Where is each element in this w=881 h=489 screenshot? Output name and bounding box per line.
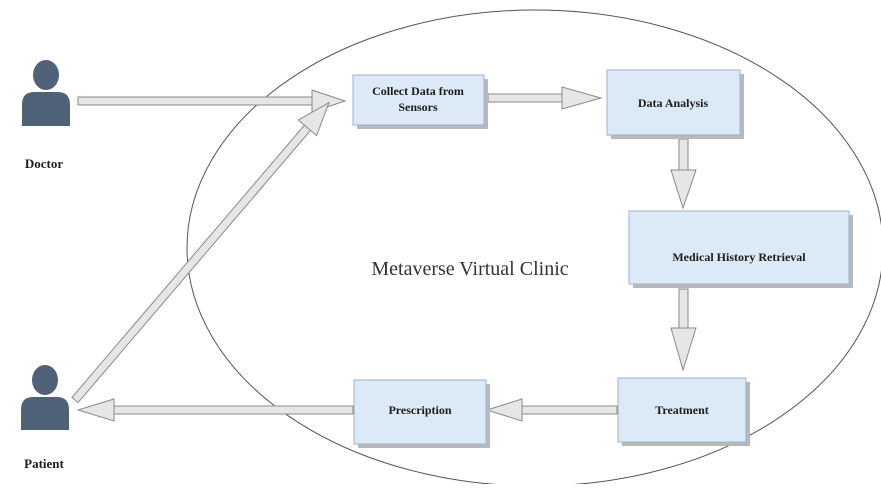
person-icon: [21, 365, 69, 430]
node-data-analysis: Data Analysis: [606, 69, 744, 139]
actor-doctor: Doctor: [22, 60, 70, 171]
edge-prescription-to-patient: [76, 398, 354, 422]
edge-collect-to-analysis: [487, 86, 603, 110]
actor-doctor-label: Doctor: [25, 156, 63, 171]
actor-patient: Patient: [21, 365, 69, 471]
person-icon: [22, 60, 70, 126]
node-collect-data-label-line2: Sensors: [398, 100, 438, 114]
edge-history-to-treatment: [670, 288, 697, 372]
node-data-analysis-label: Data Analysis: [638, 96, 709, 110]
edge-doctor-to-collect: [77, 89, 347, 113]
node-medical-history-label: Medical History Retrieval: [672, 250, 806, 264]
actor-patient-label: Patient: [24, 456, 64, 471]
region-label: Metaverse Virtual Clinic: [371, 258, 568, 280]
node-treatment: Treatment: [617, 377, 750, 446]
node-collect-data-label-line1: Collect Data from: [372, 84, 464, 98]
node-prescription-label: Prescription: [388, 403, 451, 417]
node-prescription: Prescription: [353, 379, 490, 448]
edge-treatment-to-prescription: [485, 398, 618, 422]
node-collect-data: Collect Data from Sensors: [352, 74, 488, 129]
edge-patient-to-collect: [71, 101, 330, 404]
node-treatment-label: Treatment: [655, 403, 709, 417]
node-medical-history: Medical History Retrieval: [628, 210, 853, 288]
edge-analysis-to-history: [670, 138, 697, 210]
